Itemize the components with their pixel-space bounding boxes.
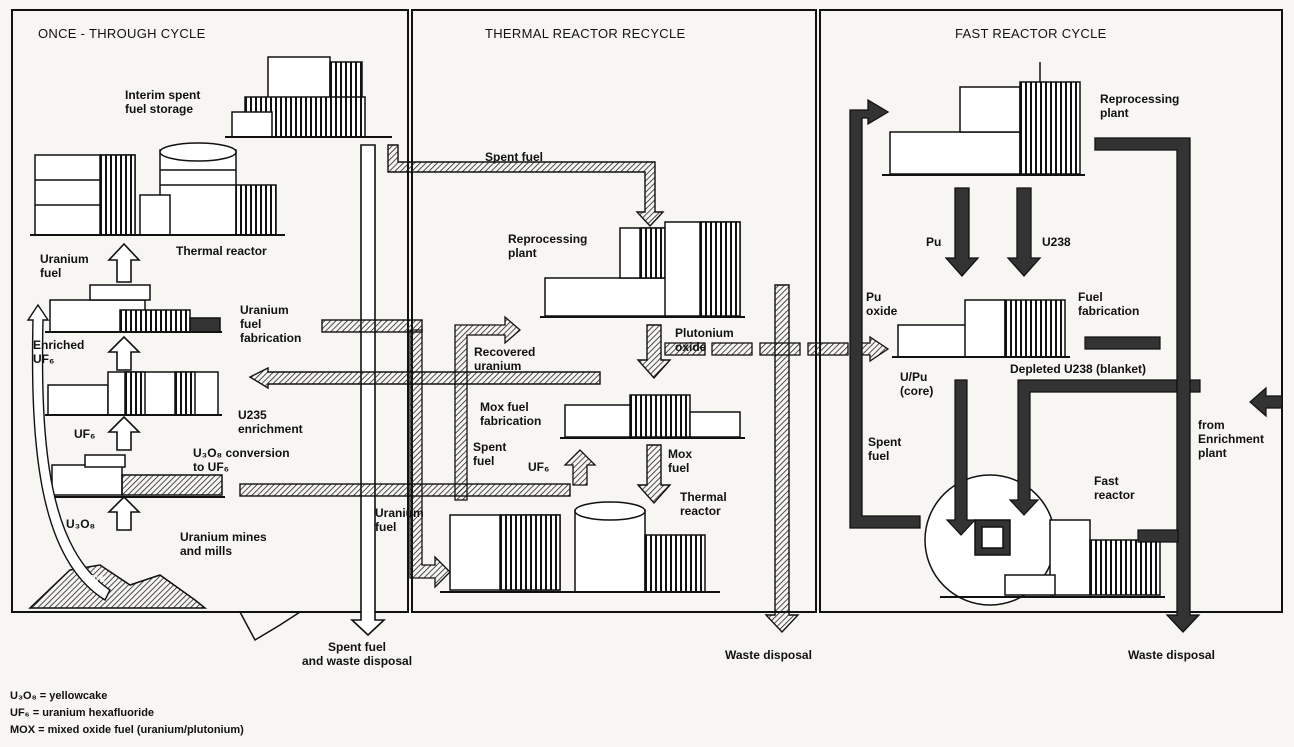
label-recovered-uranium: Recovered uranium	[474, 345, 535, 373]
label-spent-fuel-top: Spent fuel	[485, 150, 543, 164]
label-u238: U238	[1042, 235, 1071, 249]
fuel-fab-building-2	[892, 300, 1070, 357]
label-uranium-fuel-2: Uranium fuel	[375, 506, 424, 534]
legend-yellowcake: U₃O₈ = yellowcake	[10, 690, 107, 703]
label-pu: Pu	[926, 235, 941, 249]
down-arrow-spent-fuel	[352, 145, 384, 635]
pu-u238-arrows	[946, 188, 1040, 276]
label-waste-disposal-1: Waste disposal	[725, 648, 812, 662]
mox-fab-building	[560, 395, 745, 438]
label-ufpu-core: U/Pu (core)	[900, 370, 933, 398]
uf6-arrow	[565, 450, 595, 485]
label-reprocessing-2: Reprocessing plant	[1100, 92, 1179, 120]
label-pu-oxide: Pu oxide	[866, 290, 897, 318]
label-mines: Uranium mines and mills	[180, 530, 267, 558]
label-u3o8-left: U₃O₈	[66, 517, 95, 531]
label-uf6-left: UF₆	[74, 427, 95, 441]
reprocessing-plant-2	[882, 62, 1085, 175]
thermal-reactor-building-2	[440, 502, 720, 592]
label-depleted: Depleted U238 (blanket)	[1010, 362, 1146, 376]
thermal-reactor-building-1	[30, 143, 285, 235]
label-uranium-fuel-fab: Uranium fuel fabrication	[240, 303, 301, 345]
mine-pile	[12, 565, 300, 640]
label-thermal-reactor-2: Thermal reactor	[680, 490, 727, 518]
uranium-fuel-pipe	[410, 330, 450, 587]
enrichment-building	[45, 372, 222, 415]
label-fast-reactor: Fast reactor	[1094, 474, 1135, 502]
panel-title-thermal: THERMAL REACTOR RECYCLE	[485, 26, 686, 41]
label-thermal-reactor-1: Thermal reactor	[176, 244, 267, 258]
label-waste-disposal-2: Waste disposal	[1128, 648, 1215, 662]
interim-storage-building	[225, 57, 392, 137]
from-enrichment-arrow	[1250, 388, 1282, 416]
panel-title-fast: FAST REACTOR CYCLE	[955, 26, 1107, 41]
label-spent-fuel-mid: Spent fuel	[473, 440, 506, 468]
label-spent-fuel-right: Spent fuel	[868, 435, 901, 463]
label-plutonium-oxide: Plutonium oxide	[675, 326, 734, 354]
panel-title-once-through: ONCE - THROUGH CYCLE	[38, 26, 206, 41]
reactor-out-pipe	[1138, 530, 1178, 542]
fab-out-pipe	[1085, 337, 1160, 349]
label-fuel-fab: Fuel fabrication	[1078, 290, 1139, 318]
label-u235-enrichment: U235 enrichment	[238, 408, 303, 436]
label-reprocessing-1: Reprocessing plant	[508, 232, 587, 260]
label-from-enrichment: from Enrichment plant	[1198, 418, 1264, 460]
label-uranium-fuel-1: Uranium fuel	[40, 252, 89, 280]
label-u3o8-conversion: U₃O₈ conversion to UF₆	[193, 446, 290, 474]
label-spent-waste: Spent fuel and waste disposal	[302, 640, 412, 668]
label-enriched-uf6: Enriched UF₆	[33, 338, 84, 366]
uranium-fab-building	[45, 285, 222, 332]
label-mox-fuel: Mox fuel	[668, 447, 692, 475]
label-mox-fab: Mox fuel fabrication	[480, 400, 541, 428]
legend-mox: MOX = mixed oxide fuel (uranium/plutoniu…	[10, 724, 244, 737]
legend-hexafluoride: UF₆ = uranium hexafluoride	[10, 707, 154, 720]
label-ore: Ore	[88, 573, 105, 587]
label-uf6-mid: UF₆	[528, 460, 549, 474]
label-interim-storage: Interim spent fuel storage	[125, 88, 200, 116]
